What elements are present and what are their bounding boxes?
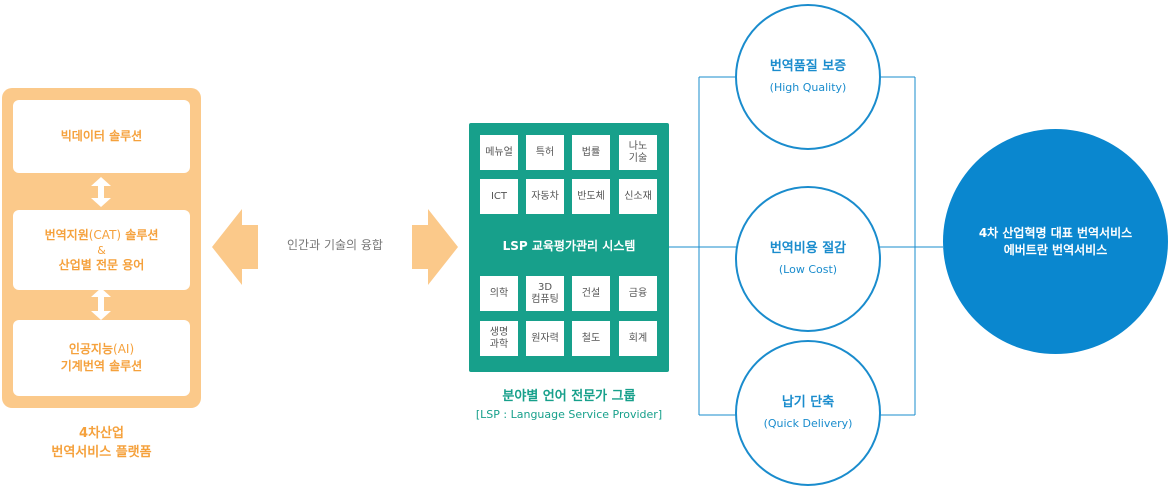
cat-solution-line1: 번역지원(CAT) 솔루션 — [45, 227, 159, 244]
lsp-system-title: LSP 교육평가관리 시스템 — [502, 239, 636, 253]
industry-terms-label: 산업별 전문 용어 — [58, 257, 145, 272]
bigdata-solution-label: 빅데이터 솔루션 — [60, 129, 143, 143]
machine-translation-label: 기계번역 솔루션 — [60, 359, 143, 373]
cat-solution-text-b: (CAT) — [88, 227, 122, 242]
benefit-delivery-title: 납기 단축 — [781, 395, 835, 410]
double-arrow-icon — [91, 288, 111, 320]
result-circle: 4차 산업혁명 대표 번역서비스 에버트란 번역서비스 — [943, 129, 1168, 354]
result-line2: 에버트란 번역서비스 — [1003, 242, 1108, 257]
lsp-field-cell: 생명 과학 — [480, 321, 518, 356]
benefit-cost-circle: 번역비용 절감 (Low Cost) — [735, 186, 881, 332]
ai-translation-box: 인공지능(AI) 기계번역 솔루션 — [13, 320, 190, 396]
lsp-field-cell: 나노 기술 — [619, 135, 657, 170]
lsp-field-cell: 법률 — [572, 135, 610, 170]
lsp-field-cell: ICT — [480, 179, 518, 214]
lsp-field-cell: 건설 — [572, 276, 610, 311]
cat-solution-text-a: 번역지원 — [44, 227, 89, 242]
lsp-field-cell: 반도체 — [572, 179, 610, 214]
cat-solution-box: 번역지원(CAT) 솔루션 & 산업별 전문 용어 — [13, 210, 190, 290]
benefit-quality-title: 번역품질 보증 — [769, 59, 847, 74]
platform-panel: 빅데이터 솔루션 번역지원(CAT) 솔루션 & 산업별 전문 용어 인공지능(… — [2, 88, 201, 408]
ai-text-a: 인공지능 — [68, 342, 114, 356]
cat-solution-text-c: 솔루션 — [121, 227, 159, 242]
benefit-quality-sub: (High Quality) — [769, 81, 847, 94]
benefit-delivery-sub: (Quick Delivery) — [763, 417, 853, 430]
benefit-cost-title: 번역비용 절감 — [769, 241, 847, 256]
lsp-field-cell: 원자력 — [526, 321, 564, 356]
platform-caption-line2: 번역서비스 플랫폼 — [51, 445, 152, 460]
benefit-cost-sub: (Low Cost) — [778, 263, 838, 276]
lsp-field-cell: 철도 — [572, 321, 610, 356]
fusion-double-arrow-icon — [212, 209, 458, 285]
platform-caption-line1: 4차산업 — [79, 426, 124, 441]
lsp-field-cell: 특허 — [526, 135, 564, 170]
lsp-field-cell: 3D 컴퓨팅 — [526, 276, 564, 311]
lsp-caption-sub: [LSP : Language Service Provider] — [475, 408, 663, 421]
benefit-quality-circle: 번역품질 보증 (High Quality) — [735, 4, 881, 150]
platform-caption: 4차산업 번역서비스 플랫폼 — [2, 424, 201, 462]
ai-line1: 인공지능(AI) — [69, 341, 134, 358]
fusion-label: 인간과 기술의 융합 — [287, 238, 383, 252]
double-arrow-icon — [91, 177, 111, 207]
bigdata-solution-box: 빅데이터 솔루션 — [13, 100, 190, 173]
benefit-delivery-circle: 납기 단축 (Quick Delivery) — [735, 340, 881, 486]
lsp-caption: 분야별 언어 전문가 그룹 — [502, 389, 636, 404]
lsp-field-cell: 회계 — [619, 321, 657, 356]
ampersand: & — [97, 243, 106, 257]
lsp-field-cell: 금융 — [619, 276, 657, 311]
result-line1: 4차 산업혁명 대표 번역서비스 — [978, 225, 1133, 240]
lsp-field-cell: 자동차 — [526, 179, 564, 214]
lsp-field-cell: 신소재 — [619, 179, 657, 214]
lsp-field-cell: 메뉴얼 — [480, 135, 518, 170]
lsp-field-cell: 의학 — [480, 276, 518, 311]
ai-text-b: (AI) — [113, 342, 135, 356]
